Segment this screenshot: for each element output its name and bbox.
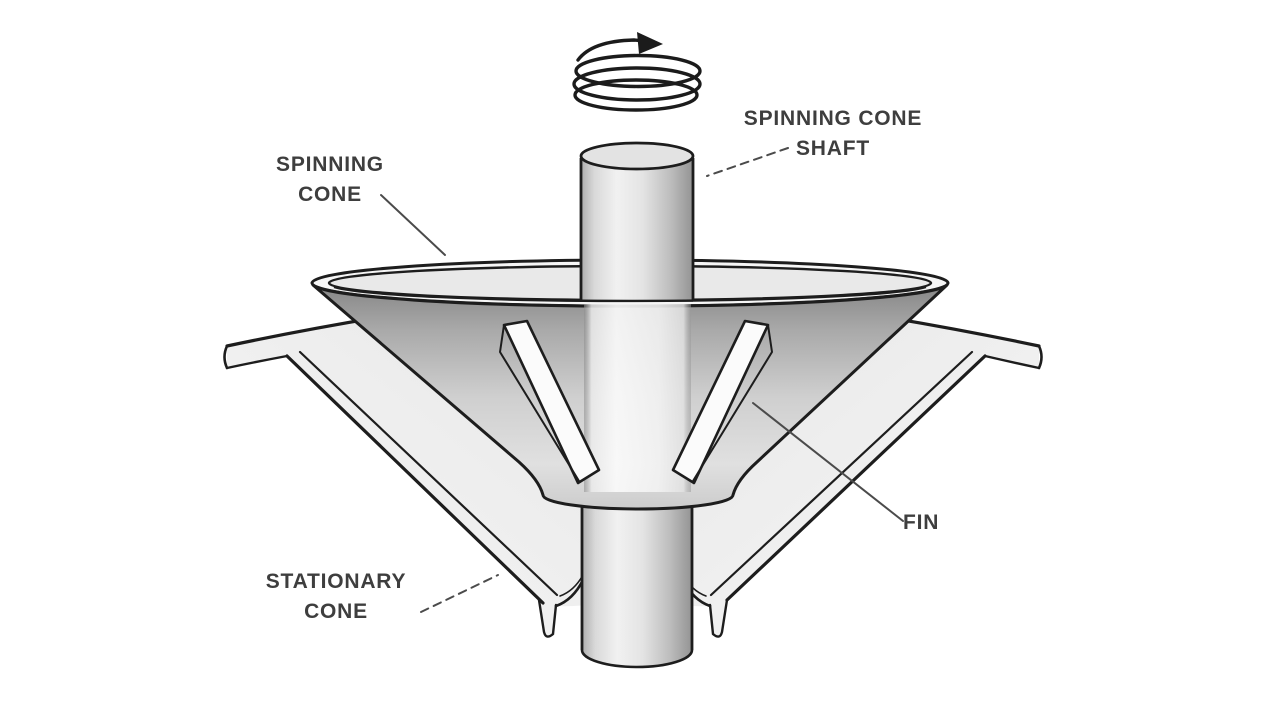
stationary-cone-left-flange-tip [223,344,229,370]
label-fin: FIN [903,508,939,538]
fins [499,319,773,485]
stationary-cone-right-flange-underside [983,354,1041,370]
stationary-cone-left-cut-outer-edge [285,354,545,605]
stationary-cone-left-flange-underside [225,354,289,370]
fin-right-face [671,319,770,485]
leader-lines [380,147,904,613]
label-fin-line1: FIN [903,511,940,534]
spinning-cone-shaft-upper [579,141,695,302]
shaft-lower-body [582,486,692,667]
label-spinning-cone-shaft-line2: SHAFT [796,137,870,160]
stationary-cone-right-half [626,301,1043,638]
stationary-cone-left-foot [537,598,558,638]
leader-stationary-cone [420,574,499,613]
shaft-bottom-cap [580,649,694,669]
rotation-arrowhead [637,32,663,54]
stationary-cone [223,301,1043,638]
spinning-cone-rim-front-lip [333,285,927,303]
fin-left [499,319,601,485]
label-stationary-cone-line2: CONE [304,600,368,623]
label-stationary-cone: STATIONARY CONE [246,567,426,627]
stationary-cone-right-cut-outer-edge [725,354,987,602]
label-spinning-cone-shaft: SPINNING CONE SHAFT [713,104,953,164]
fin-left-face [502,319,601,485]
stationary-cone-left-half [223,301,640,638]
stationary-cone-right-foot [708,598,729,638]
stationary-cone-left-surface [227,303,640,637]
shaft-upper-body [581,156,693,302]
shaft-through-cone-highlight [584,304,691,492]
fin-right-top-facet-edge [692,324,773,482]
fin-right [671,319,773,485]
leader-spinning-cone-shaft [706,147,789,177]
leader-spinning-cone [380,194,446,256]
rotation-coil-1 [574,53,702,89]
shaft-top-cap [579,141,695,171]
stationary-cone-left-cut-inner-edge [298,350,559,597]
label-spinning-cone-line1: SPINNING [276,153,384,176]
spinning-cone-shaft-lower [580,486,694,669]
fin-left-top-facet-edge [499,324,580,482]
leader-fin [752,402,904,522]
label-spinning-cone-line2: CONE [298,183,362,206]
rotation-arrow-stem [576,38,646,62]
rotation-arrow-icon [572,32,702,112]
label-spinning-cone-shaft-line1: SPINNING CONE [743,107,923,130]
label-stationary-cone-line1: STATIONARY [265,570,407,593]
rotation-coil-3 [573,78,699,112]
label-spinning-cone: SPINNING CONE [250,150,410,210]
stationary-cone-right-flange-tip [1037,344,1043,370]
rotation-coil-2 [572,66,702,102]
